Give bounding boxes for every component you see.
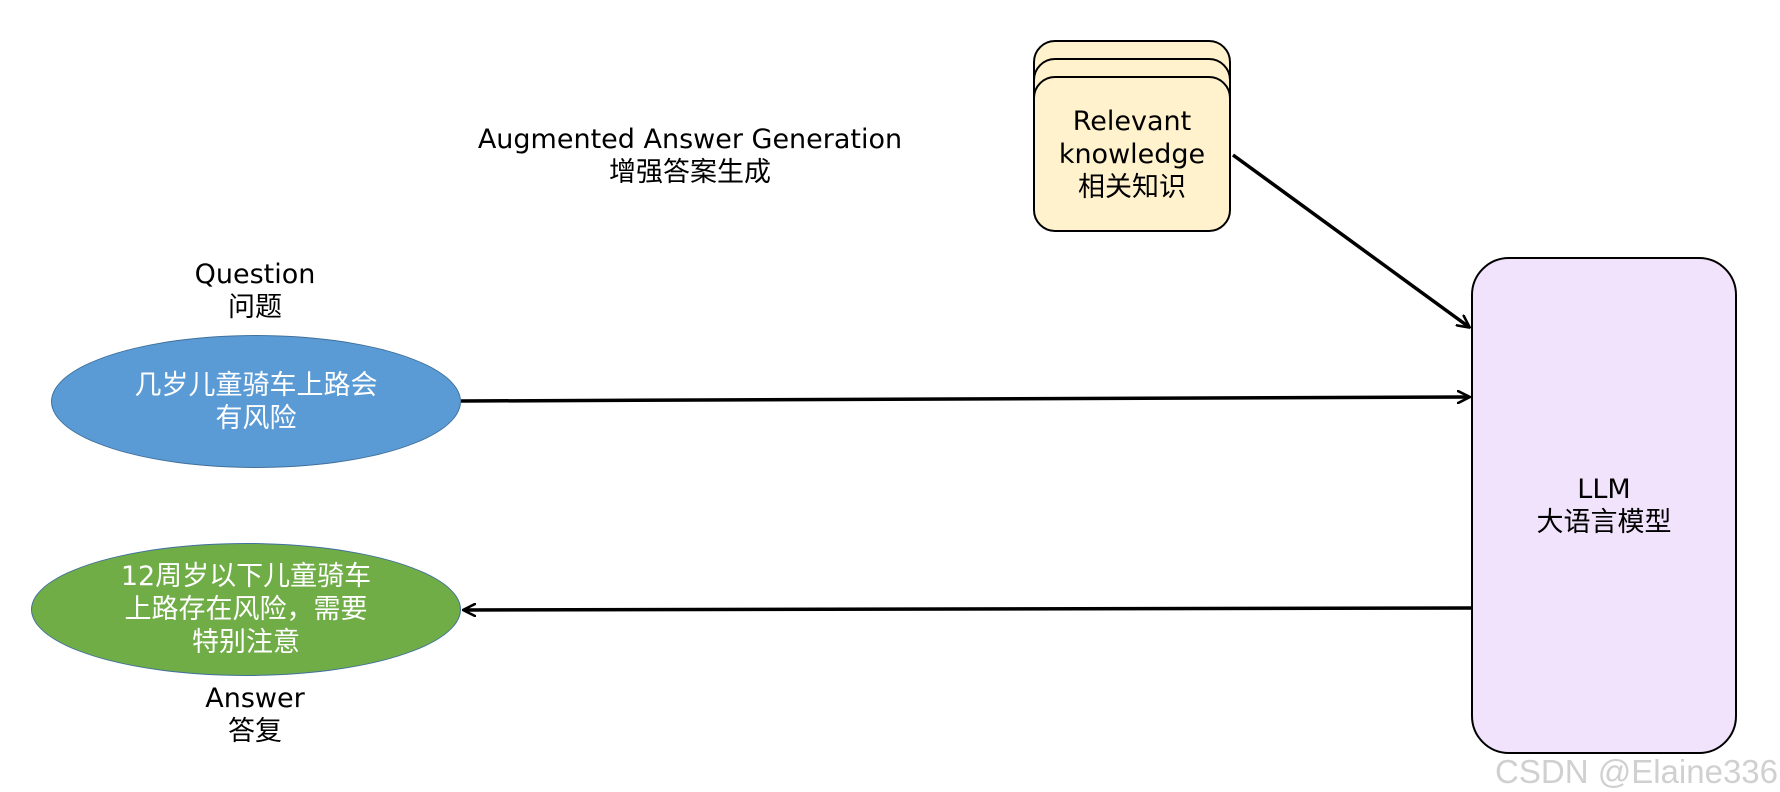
answer-label-en: Answer [205,683,305,714]
llm-line1: LLM [1577,473,1631,505]
answer-label: Answer 答复 [175,682,335,748]
knowledge-node: Relevant knowledge 相关知识 [1033,76,1231,232]
llm-node: LLM 大语言模型 [1471,257,1737,754]
question-label: Question 问题 [175,258,335,324]
question-label-en: Question [194,259,316,290]
question-text-line2: 有风险 [215,402,297,434]
answer-text-line2: 上路存在风险，需要 [124,594,368,625]
diagram-title: Augmented Answer Generation 增强答案生成 [470,123,910,189]
knowledge-line1: Relevant [1072,105,1192,137]
knowledge-line2: knowledge [1058,138,1206,170]
title-en: Augmented Answer Generation [477,124,903,155]
llm-to-answer-arrow [464,608,1472,610]
llm-line2: 大语言模型 [1536,506,1672,538]
knowledge-line3: 相关知识 [1078,171,1186,203]
question-to-llm-arrow [460,397,1469,401]
title-zh: 增强答案生成 [609,157,771,188]
question-text-line1: 几岁儿童骑车上路会 [134,369,378,401]
watermark: CSDN @Elaine336 [1495,753,1778,790]
answer-text-line1: 12周岁以下儿童骑车 [120,561,372,592]
question-label-zh: 问题 [228,292,282,323]
answer-node: 12周岁以下儿童骑车 上路存在风险，需要 特别注意 [31,543,461,676]
question-node: 几岁儿童骑车上路会 有风险 [51,335,461,468]
answer-label-zh: 答复 [228,716,282,747]
answer-text-line3: 特别注意 [192,627,300,658]
knowledge-to-llm-arrow [1231,153,1469,327]
